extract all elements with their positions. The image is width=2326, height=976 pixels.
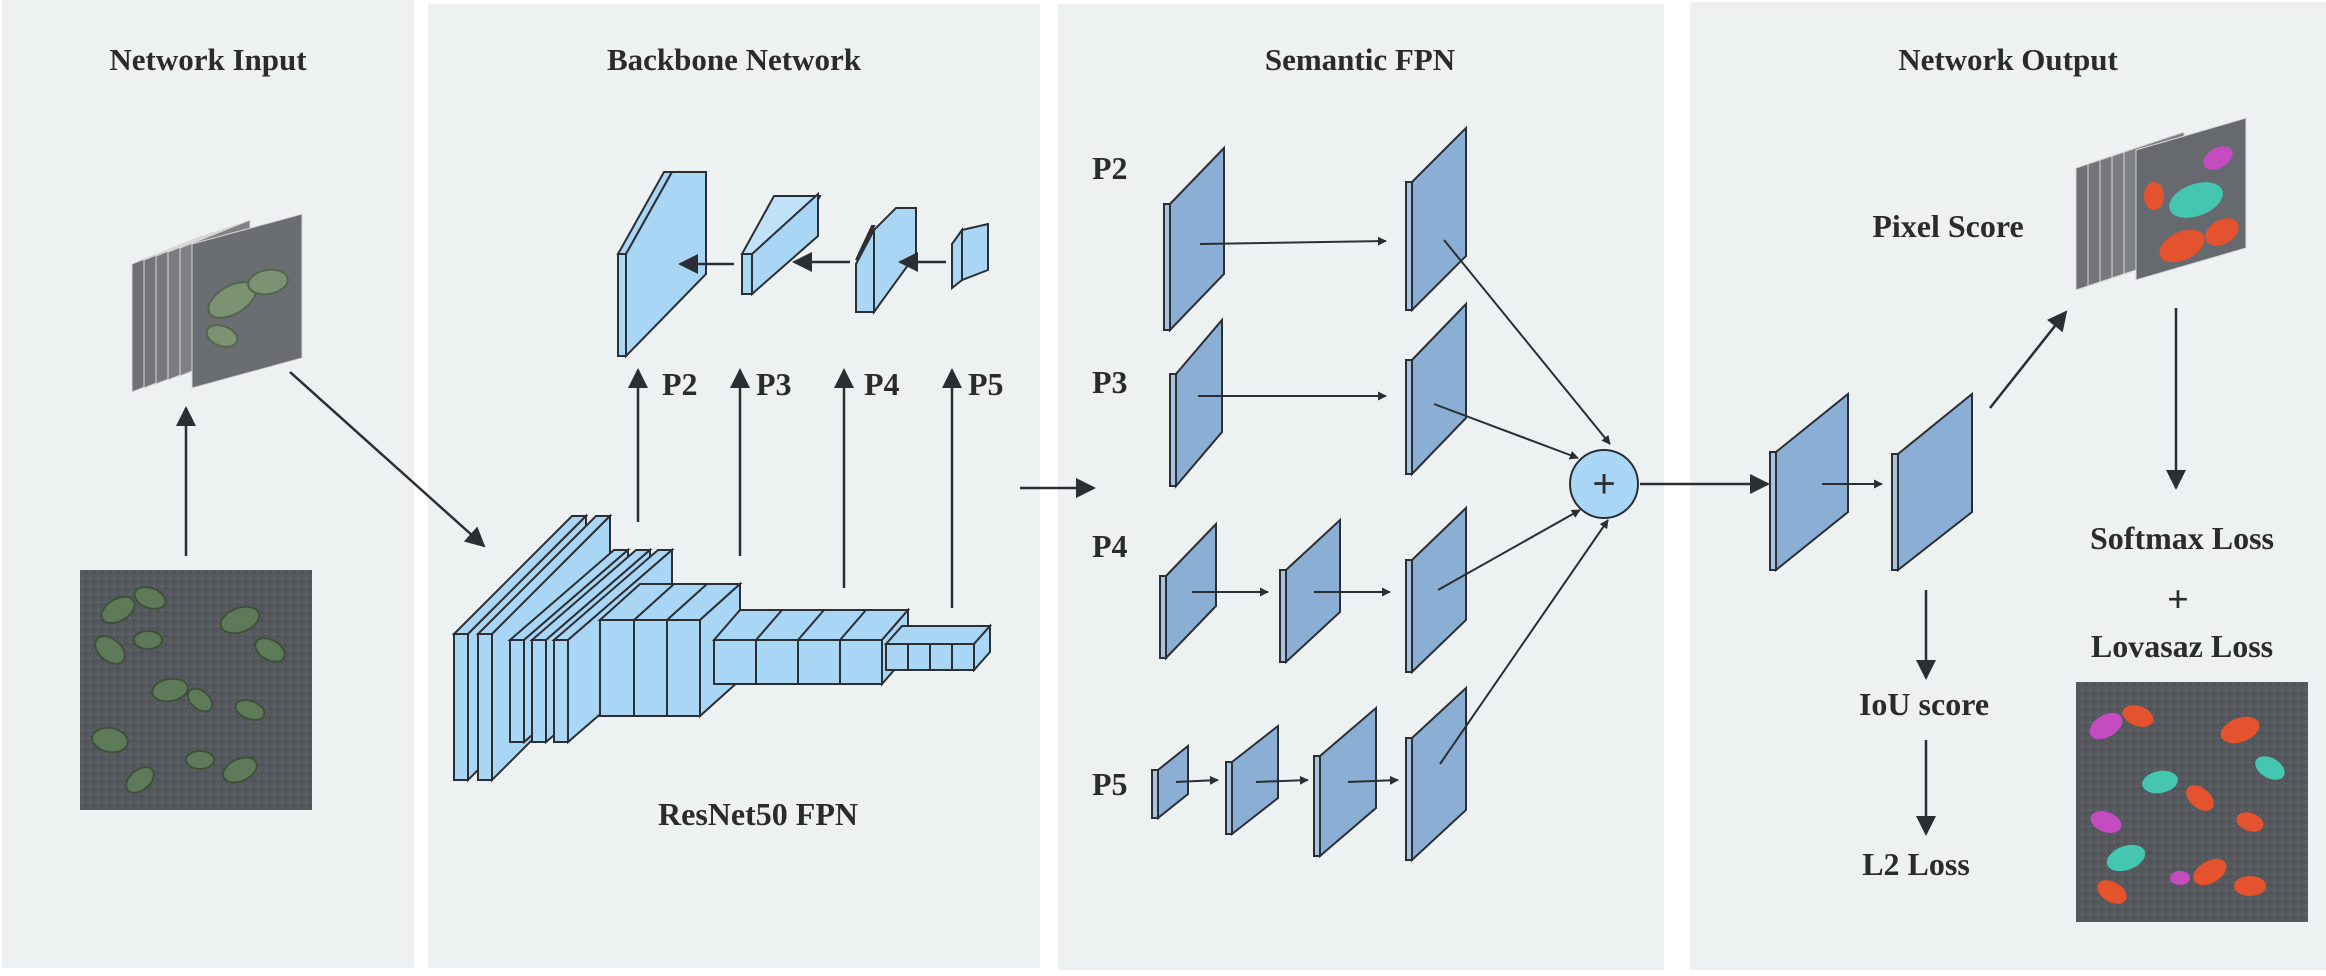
- input-frame-stack: [131, 213, 303, 393]
- backbone-level-p4: P4: [864, 366, 900, 402]
- fpn-feature-maps: [1151, 125, 1467, 863]
- fpn-level-p3: P3: [1092, 364, 1128, 400]
- output-head-plates: [1769, 391, 1973, 573]
- backbone-pyramid: [616, 171, 989, 359]
- iou-score-label: IoU score: [1858, 686, 1990, 722]
- backbone-network-title: Backbone Network: [606, 42, 862, 77]
- l2-loss-label: L2 Loss: [1862, 846, 1970, 882]
- ground-truth-image: [2076, 682, 2308, 922]
- network-input-title: Network Input: [109, 42, 307, 77]
- loss-plus-label: +: [2167, 579, 2189, 621]
- fusion-plus-symbol: +: [1592, 462, 1615, 506]
- backbone-level-p3: P3: [756, 366, 792, 402]
- panel-backbone-network: [428, 4, 1040, 968]
- backbone-level-p5: P5: [968, 366, 1004, 402]
- softmax-loss-label: Softmax Loss: [2089, 520, 2275, 556]
- lovasz-loss-label: Lovasaz Loss: [2090, 628, 2274, 664]
- pixel-score-stack: [2075, 117, 2247, 291]
- backbone-level-p2: P2: [662, 366, 698, 402]
- fpn-level-p2: P2: [1092, 150, 1128, 186]
- semantic-fpn-title: Semantic FPN: [1264, 42, 1456, 77]
- network-output-title: Network Output: [1898, 42, 2118, 77]
- pixel-score-label: Pixel Score: [1872, 208, 2024, 244]
- backbone-model-label: ResNet50 FPN: [658, 796, 858, 832]
- input-image: [80, 570, 312, 810]
- fpn-level-p5: P5: [1092, 766, 1128, 802]
- fusion-plus-node: [1569, 449, 1639, 519]
- fpn-level-p4: P4: [1092, 528, 1128, 564]
- resnet-blocks: [451, 513, 993, 783]
